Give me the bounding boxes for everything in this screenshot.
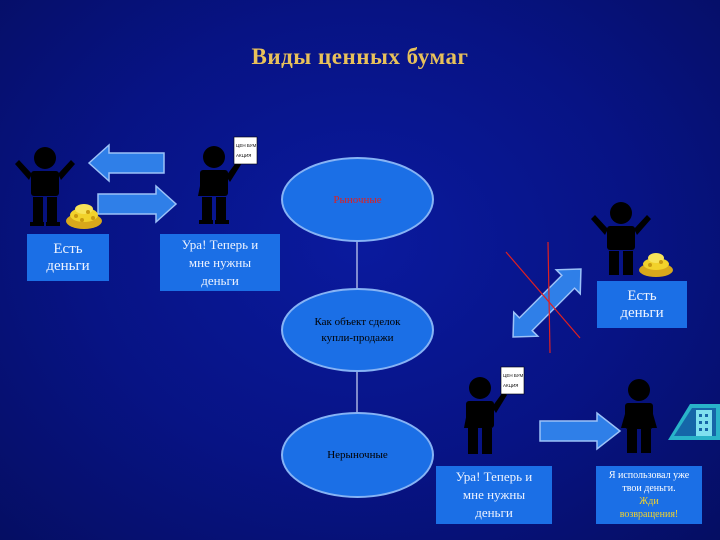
box-wait-return-label: Жди возвращения! <box>619 496 679 520</box>
box-has-money-right: Есть деньги <box>597 281 687 328</box>
document-top-line1: ЦЕН БУМ <box>236 143 257 148</box>
person-with-document-top-icon <box>198 146 242 224</box>
gold-pile-right-icon <box>639 253 673 277</box>
person-left-icon <box>15 147 75 226</box>
person-bottom-right-icon <box>621 379 657 453</box>
box-now-i-need-top-label: Ура! Теперь и мне нужны деньги <box>181 236 259 288</box>
node-object: Как объект сделок купли-продажи <box>281 288 434 372</box>
document-bottom-icon <box>500 366 525 395</box>
node-nonmarket: Нерыночные <box>281 412 434 498</box>
box-now-i-need-top: Ура! Теперь и мне нужны деньги <box>160 234 280 291</box>
cross-line-vertical <box>547 241 551 354</box>
building-icon <box>668 404 720 440</box>
box-used-money: Я использовал уже твои деньги. Жди возвр… <box>596 466 702 524</box>
box-now-i-need-bottom-label: Ура! Теперь и мне нужны деньги <box>455 469 533 520</box>
arrow-left-top <box>87 143 165 183</box>
arrow-double-diagonal <box>512 268 582 338</box>
box-has-money-left: Есть деньги <box>27 234 109 281</box>
box-used-money-label: Я использовал уже твои деньги. <box>608 470 690 494</box>
document-top-line2: АКЦИЯ <box>236 153 251 158</box>
box-has-money-right-label: Есть деньги <box>620 287 664 321</box>
box-has-money-left-label: Есть деньги <box>46 240 90 274</box>
person-right-icon <box>591 202 651 275</box>
person-with-document-bottom-icon <box>464 377 507 454</box>
page-title: Виды ценных бумаг <box>251 44 469 69</box>
document-bottom-line2: АКЦИЯ <box>503 383 518 388</box>
node-nonmarket-label: Нерыночные <box>327 449 388 461</box>
document-top-icon <box>233 136 258 165</box>
node-market-label: Рыночные <box>333 193 382 206</box>
node-market: Рыночные <box>281 157 434 242</box>
arrow-right-top <box>97 184 178 224</box>
node-object-label: Как объект сделок купли-продажи <box>314 316 401 344</box>
gold-pile-left-icon <box>66 204 102 229</box>
cross-line-diagonal <box>505 251 581 339</box>
arrow-right-bottom <box>539 411 622 451</box>
box-now-i-need-bottom: Ура! Теперь и мне нужны деньги <box>436 466 552 524</box>
document-bottom-line1: ЦЕН БУМ <box>503 373 524 378</box>
